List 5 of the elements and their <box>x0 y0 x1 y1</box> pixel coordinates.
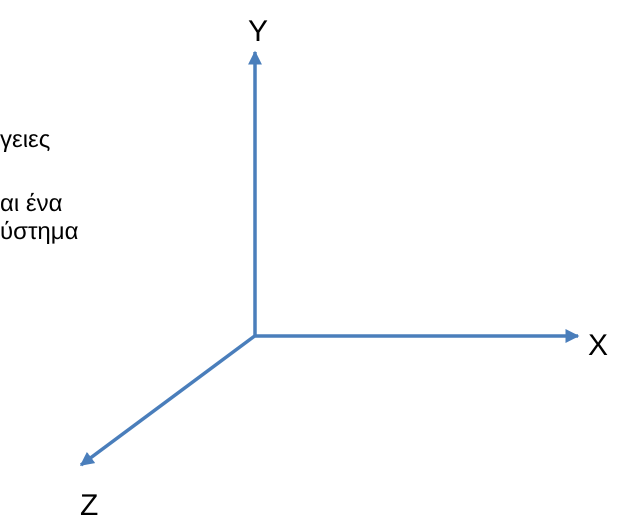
axis-label: X <box>588 330 608 362</box>
text-fragment: γειες <box>0 126 52 154</box>
axis-label: Z <box>80 490 98 522</box>
text-fragment: αι ένα ύστημα <box>0 190 80 246</box>
axis-label: Y <box>248 16 268 48</box>
